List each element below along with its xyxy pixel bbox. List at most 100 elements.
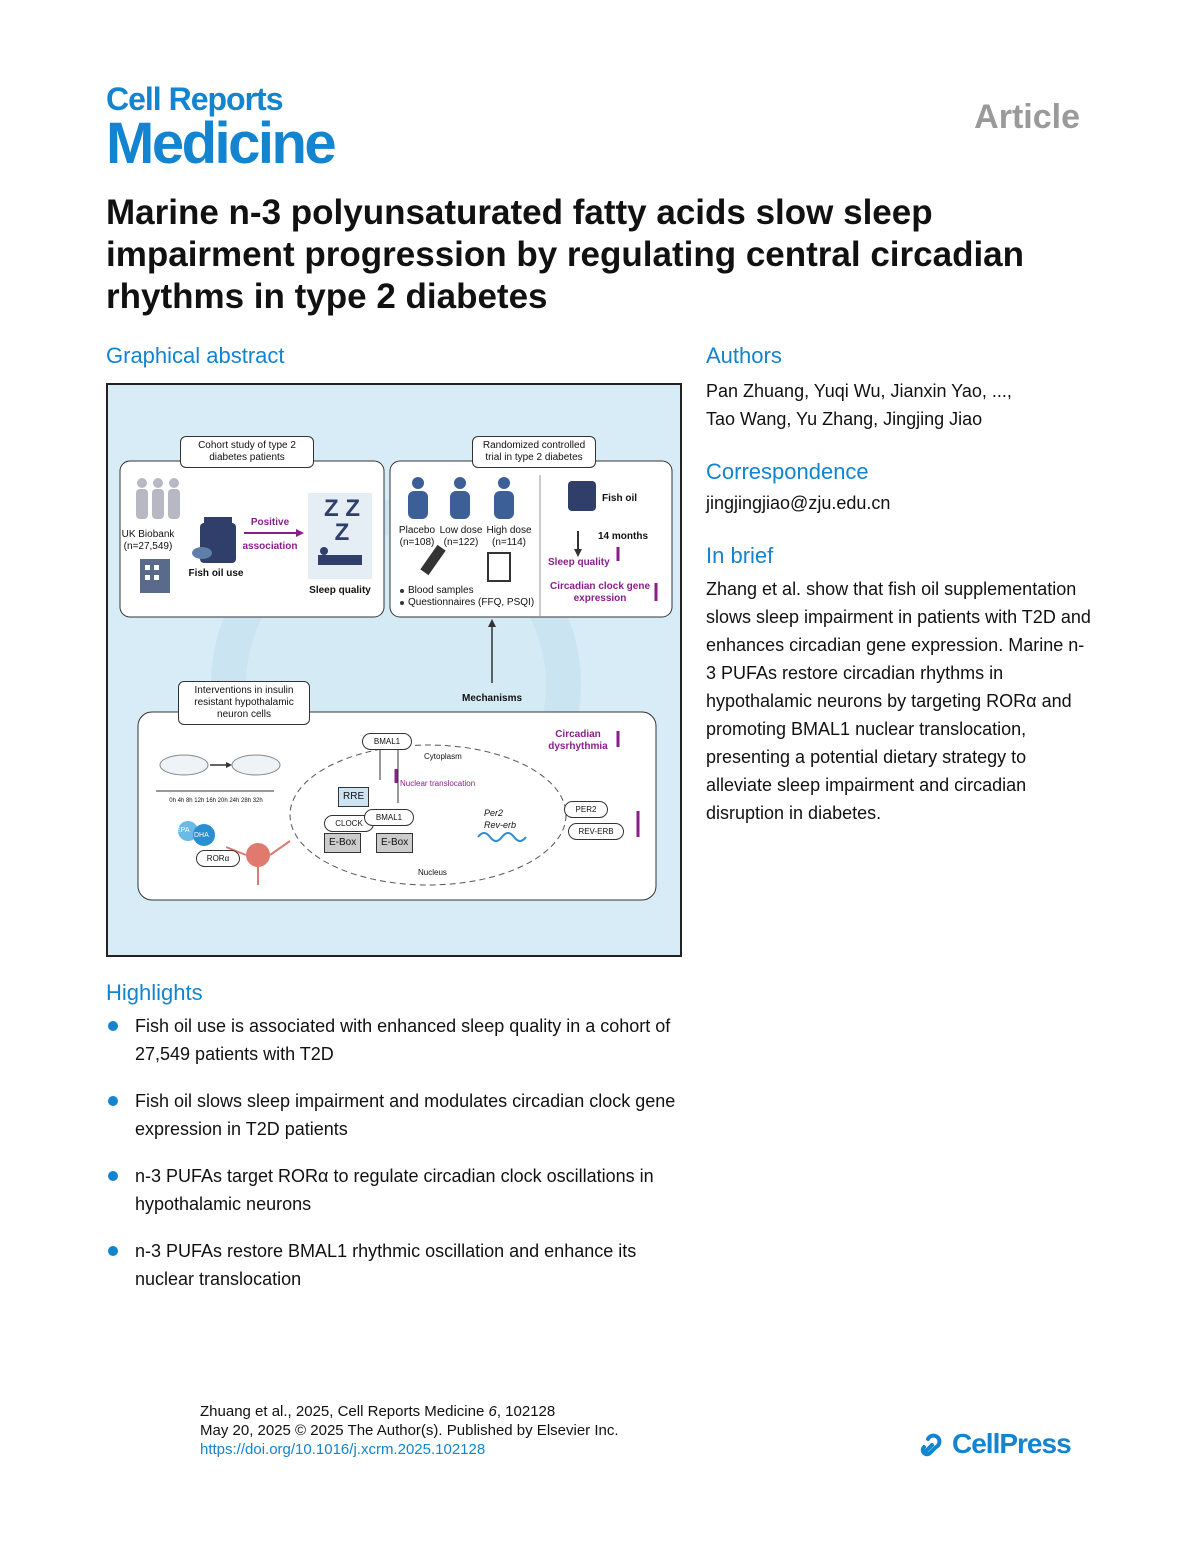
blood-tube-icon xyxy=(420,544,446,576)
citation-line-1: Zhuang et al., 2025, Cell Reports Medici… xyxy=(200,1402,619,1421)
rre-box: RRE xyxy=(338,787,370,807)
bullet-icon xyxy=(108,1246,118,1256)
bmal1-cytoplasm-pill: BMAL1 xyxy=(362,733,412,750)
uk-biobank-text: UK Biobank xyxy=(121,529,175,540)
highlight-item: Fish oil slows sleep impairment and modu… xyxy=(106,1087,696,1143)
positive-label: Positive xyxy=(250,517,290,528)
cohort-title-box: Cohort study of type 2 diabetes patients xyxy=(180,436,314,468)
dha-molecule xyxy=(193,824,215,846)
citation-volume: 6 xyxy=(488,1403,497,1420)
highlight-text: Fish oil use is associated with enhanced… xyxy=(135,1016,671,1064)
highlight-item: n-3 PUFAs target RORα to regulate circad… xyxy=(106,1162,696,1218)
placebo-group: Placebo (n=108) xyxy=(394,525,440,549)
highlight-item: Fish oil use is associated with enhanced… xyxy=(106,1012,696,1068)
correspondence-email[interactable]: jingjingjiao@zju.edu.cn xyxy=(706,493,891,513)
bullet-icon xyxy=(108,1021,118,1031)
journal-name-line1: Cell Reports xyxy=(106,81,283,117)
clock-pill: CLOCK xyxy=(324,815,374,832)
in-brief-heading: In brief xyxy=(706,543,774,568)
cytoplasm-label: Cytoplasm xyxy=(424,752,462,761)
authors-line-2: Tao Wang, Yu Zhang, Jingjing Jiao xyxy=(706,409,983,429)
cohort-title: Cohort study of type 2 diabetes patients xyxy=(198,440,296,463)
questionnaires-label: Questionnaires (FFQ, PSQI) xyxy=(408,597,535,608)
clock-gene-expression-label: Circadian clock gene expression xyxy=(549,581,651,604)
per2-gene-label: Per2 xyxy=(484,808,504,818)
bmal1-nucleus-pill: BMAL1 xyxy=(364,809,414,826)
reverb-gene-label: Rev-erb xyxy=(484,820,517,830)
authors-heading: Authors xyxy=(706,343,782,368)
article-type-label: Article xyxy=(974,98,1080,136)
highlight-text: n-3 PUFAs restore BMAL1 rhythmic oscilla… xyxy=(135,1241,637,1289)
graphical-abstract-figure: Cohort study of type 2 diabetes patients… xyxy=(106,383,682,957)
nuclear-translocation-label: Nuclear translocation xyxy=(400,779,476,788)
dha-label: DHA xyxy=(194,832,209,839)
blood-samples-label: Blood samples xyxy=(408,585,474,596)
cellpress-mark-icon xyxy=(920,1433,942,1457)
rct-fish-oil-icon xyxy=(568,481,596,511)
low-dose-group: Low dose (n=122) xyxy=(438,525,484,549)
doi-link[interactable]: https://doi.org/10.1016/j.xcrm.2025.1021… xyxy=(200,1441,486,1458)
questionnaire-icon xyxy=(487,552,511,582)
rct-title: Randomized controlled trial in type 2 di… xyxy=(482,440,586,463)
rora-pill: RORα xyxy=(196,850,240,867)
low-dose-n: (n=122) xyxy=(443,537,479,548)
highlight-item: n-3 PUFAs restore BMAL1 rhythmic oscilla… xyxy=(106,1237,696,1293)
cellpress-logo: CellPress xyxy=(918,1428,1072,1460)
rct-group-icons xyxy=(408,477,514,519)
rct-title-box: Randomized controlled trial in type 2 di… xyxy=(472,436,596,468)
highlights-list: Fish oil use is associated with enhanced… xyxy=(106,1012,696,1312)
reverb-protein-pill: REV-ERB xyxy=(568,823,624,840)
cellpress-wordmark: CellPress xyxy=(952,1428,1072,1459)
highlights-heading: Highlights xyxy=(106,980,203,1005)
bullet-icon xyxy=(108,1096,118,1106)
uk-biobank-label: UK Biobank (n=27,549) xyxy=(114,529,182,553)
placebo-label: Placebo xyxy=(398,525,436,536)
petri-dish-1 xyxy=(159,754,209,776)
low-dose-label: Low dose xyxy=(439,525,483,536)
journal-name-line2: Medicine xyxy=(106,111,337,176)
high-dose-label: High dose xyxy=(486,525,532,536)
mechanisms-label: Mechanisms xyxy=(462,693,523,704)
uk-biobank-n: (n=27,549) xyxy=(123,541,173,552)
rct-fish-oil-label: Fish oil xyxy=(602,493,637,504)
epa-molecule xyxy=(178,821,198,841)
circadian-dysrhythmia-label: Circadian dysrhythmia xyxy=(548,729,608,752)
interventions-title: Interventions in insulin resistant hypot… xyxy=(194,685,294,720)
timeline-ticks: 0h 4h 8h 12h 16h 20h 24h 28h 32h xyxy=(169,798,263,804)
correspondence-heading: Correspondence xyxy=(706,459,869,484)
capsule-icon xyxy=(192,547,212,559)
petri-dish-2 xyxy=(231,754,281,776)
sleep-quality-increase-label: Sleep quality xyxy=(548,557,610,568)
interventions-title-box: Interventions in insulin resistant hypot… xyxy=(178,681,310,725)
highlight-text: Fish oil slows sleep impairment and modu… xyxy=(135,1091,676,1139)
duration-label: 14 months xyxy=(598,531,649,542)
citation-authors-journal: Zhuang et al., 2025, Cell Reports Medici… xyxy=(200,1403,489,1420)
graphical-abstract-art xyxy=(119,460,673,901)
citation-line-2: May 20, 2025 © 2025 The Author(s). Publi… xyxy=(200,1422,619,1439)
bullet-icon xyxy=(108,1171,118,1181)
journal-logo: Cell Reports Medicine xyxy=(106,81,337,176)
mrna-wave xyxy=(477,832,527,842)
fish-oil-use-label: Fish oil use xyxy=(188,568,244,579)
neuron-icon xyxy=(246,843,270,867)
authors-line-1: Pan Zhuang, Yuqi Wu, Jianxin Yao, ..., xyxy=(706,381,1012,401)
placebo-n: (n=108) xyxy=(399,537,435,548)
high-dose-group: High dose (n=114) xyxy=(484,525,534,549)
graphical-abstract-heading: Graphical abstract xyxy=(106,343,285,368)
population-icon xyxy=(136,478,180,519)
ebox-2: E-Box xyxy=(376,833,414,853)
zzz-icon: Z Z Z xyxy=(324,495,360,546)
in-brief-text: Zhang et al. show that fish oil suppleme… xyxy=(706,579,1091,823)
per2-protein-pill: PER2 xyxy=(564,801,608,818)
citation-block: Zhuang et al., 2025, Cell Reports Medici… xyxy=(200,1402,619,1459)
nucleus-label: Nucleus xyxy=(418,868,447,877)
sleep-quality-label: Sleep quality xyxy=(309,585,371,596)
high-dose-n: (n=114) xyxy=(491,537,526,548)
association-label: association xyxy=(242,541,298,552)
citation-article-number: , 102128 xyxy=(496,1403,556,1420)
epa-label: EPA xyxy=(176,827,190,834)
authors-list: Pan Zhuang, Yuqi Wu, Jianxin Yao, ..., T… xyxy=(706,377,1086,433)
highlight-text: n-3 PUFAs target RORα to regulate circad… xyxy=(135,1166,654,1214)
ebox-1: E-Box xyxy=(324,833,362,853)
bed-icon xyxy=(318,555,362,565)
